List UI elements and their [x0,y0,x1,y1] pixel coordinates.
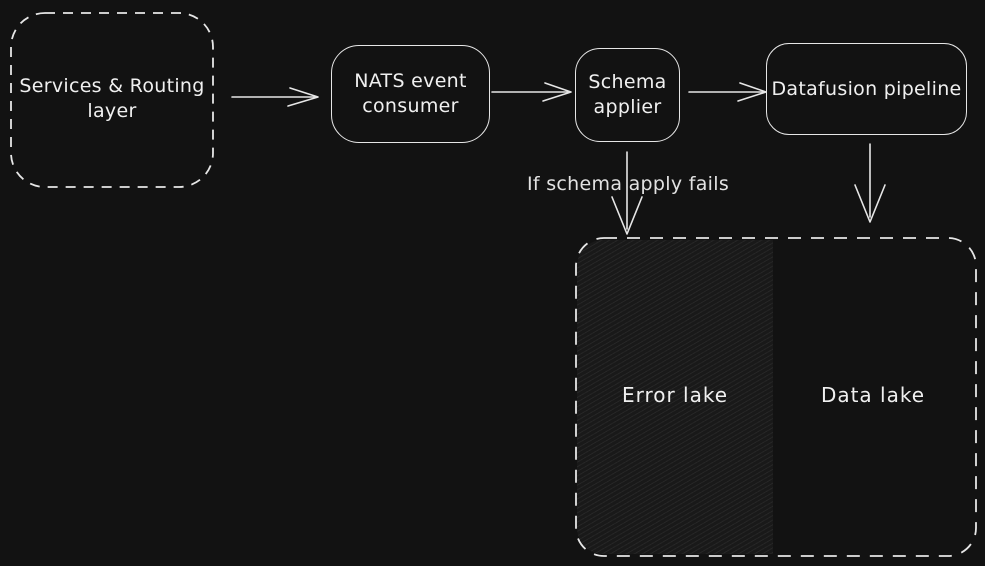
arrow-schema-to-datafusion [688,82,767,102]
error-lake-label: Error lake [621,383,729,407]
arrow-services-to-nats [231,87,319,107]
schema-applier-node [575,48,680,142]
nats-consumer-label-line1: NATS event [354,70,467,92]
datafusion-pipeline-label: Datafusion pipeline [771,77,962,100]
schema-applier-label-line1: Schema [588,71,667,93]
services-routing-label-line1: Services & Routing [19,75,205,97]
nats-consumer-node [331,45,490,143]
lakes-container-border [575,237,977,557]
arrow-schema-to-error-lake [611,151,643,235]
fail-condition-label: If schema apply fails [527,173,730,195]
nats-consumer-label: NATS event consumer [331,45,490,143]
data-lake-label: Data lake [820,383,926,407]
schema-applier-label-line2: applier [593,96,662,118]
nats-consumer-label-line2: consumer [362,95,459,117]
services-routing-label-line2: layer [87,100,137,122]
schema-applier-label: Schema applier [575,48,680,142]
arrow-nats-to-schema [491,82,572,102]
datafusion-pipeline-node [766,43,967,135]
arrow-datafusion-to-data-lake [854,143,886,223]
error-lake-region [577,240,773,554]
services-routing-node-border [10,12,214,188]
services-routing-node: Services & Routing layer [12,14,212,184]
